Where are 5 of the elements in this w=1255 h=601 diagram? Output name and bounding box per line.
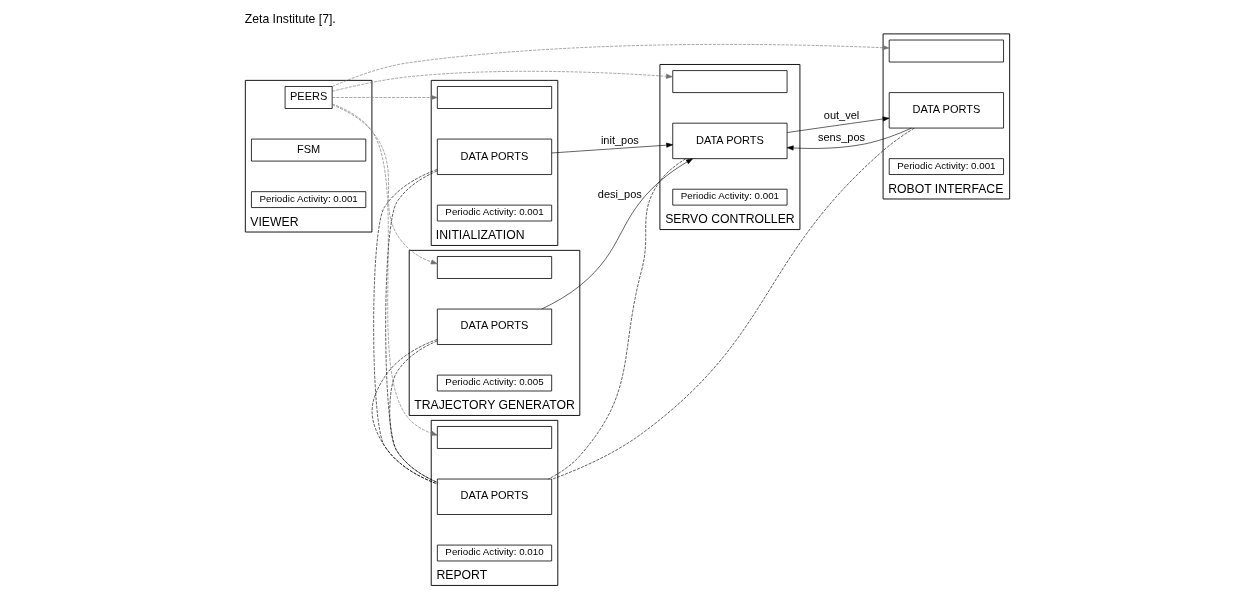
edge-label: init_pos [600,133,639,146]
edge-label: sens_pos [817,130,866,143]
edge-label: desi_pos [597,188,642,201]
caption: Zeta Institute [7]. [244,11,336,26]
edge-label: out_vel [823,108,860,121]
